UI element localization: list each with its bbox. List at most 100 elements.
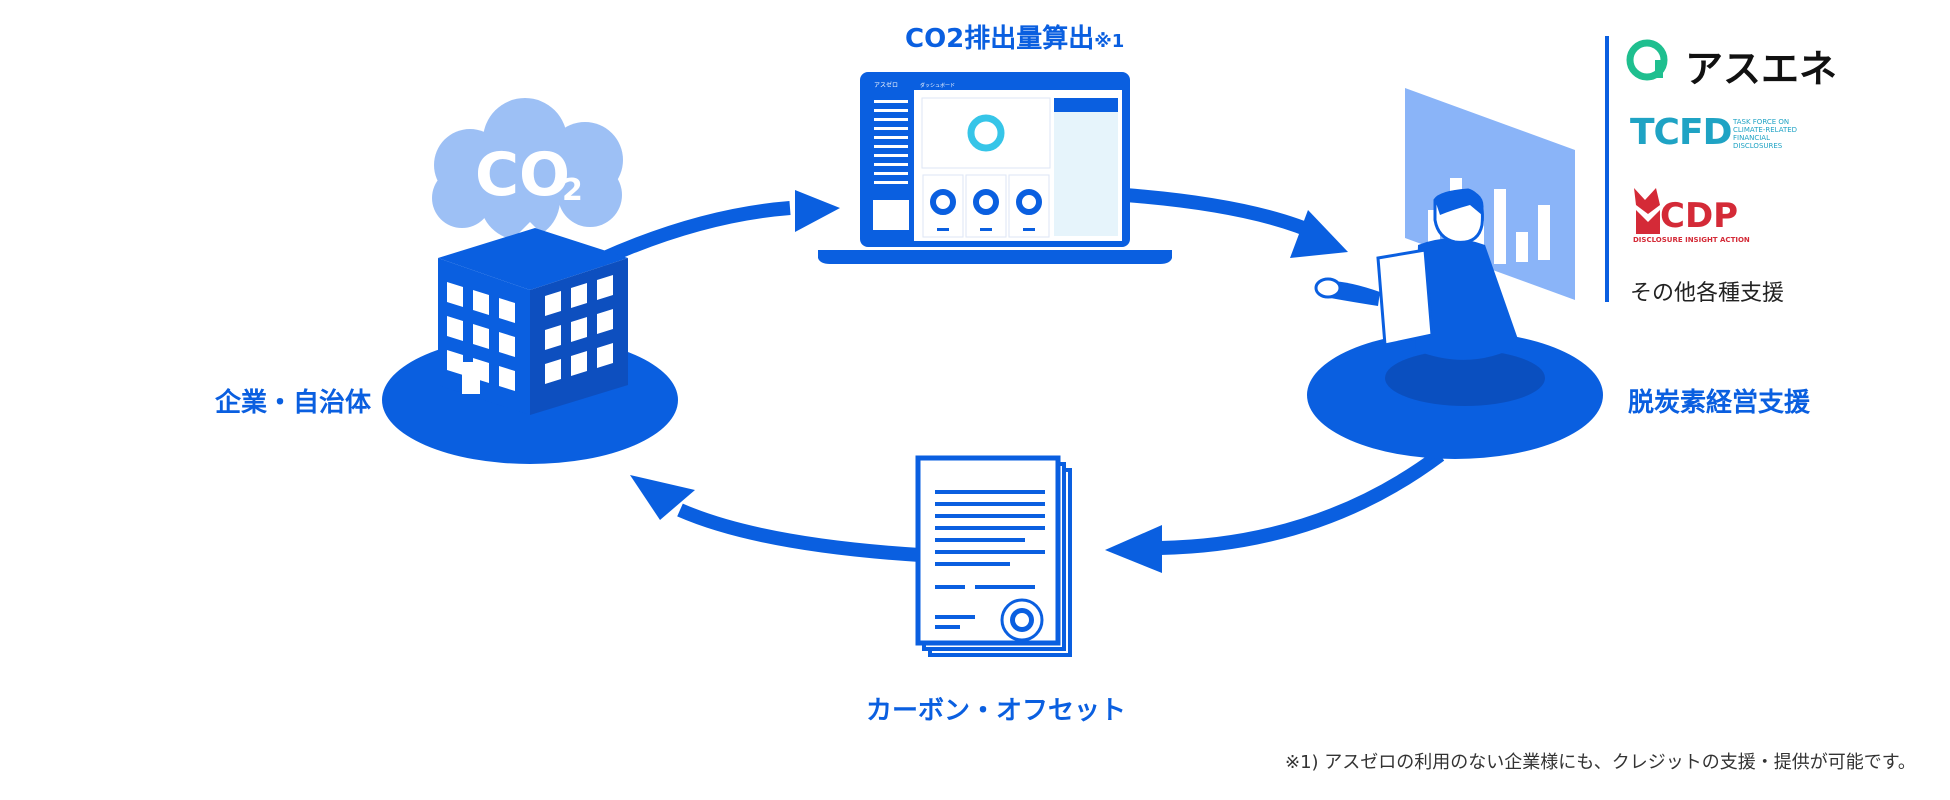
board-bar — [1494, 189, 1506, 264]
donut-caption — [937, 228, 949, 231]
co2-calc-note: ※1 — [1094, 31, 1125, 52]
menu-line — [874, 154, 908, 157]
building-windows — [447, 282, 515, 394]
menu-line — [874, 136, 908, 139]
donut-card — [1008, 174, 1050, 238]
arrow-head-to-calc — [795, 190, 840, 232]
co2-calc-text: CO2排出量算出 — [905, 24, 1095, 54]
donut-chart — [973, 189, 999, 215]
cdp-logo-text: CDP — [1660, 196, 1739, 236]
certificate-line — [935, 550, 1045, 554]
menu-line — [874, 109, 908, 112]
clipboard — [1376, 248, 1434, 347]
menu-line — [874, 145, 908, 148]
tcfd-sub-line: CLIMATE-RELATED — [1733, 126, 1798, 134]
certificate-line — [935, 526, 1045, 530]
co2-cloud-icon: CO 2 — [432, 98, 623, 240]
menu-line — [874, 163, 908, 166]
building-window — [597, 275, 613, 300]
certificate-line — [975, 585, 1035, 589]
building-window — [499, 332, 515, 357]
presenter-body — [1415, 238, 1520, 360]
tcfd-sub-line: DISCLOSURES — [1733, 142, 1783, 150]
laptop-base — [818, 250, 1172, 264]
building-window — [597, 309, 613, 334]
other-support-label: その他各種支援 — [1630, 281, 1785, 306]
board-bar — [1516, 232, 1528, 262]
company-label: 企業・自治体 — [215, 388, 372, 418]
arrow-head-to-decarb — [1290, 210, 1348, 258]
building-window — [499, 298, 515, 323]
arrow-calc-to-decarb — [1124, 188, 1323, 242]
building-window — [473, 324, 489, 349]
co2-calc-label: CO2排出量算出※1 — [905, 18, 1124, 55]
certificate-line — [935, 490, 1045, 494]
donut-card — [922, 174, 964, 238]
offset-label: カーボン・オフセット — [866, 696, 1127, 726]
certificate-line — [935, 615, 975, 619]
building-roof — [438, 228, 628, 290]
menu-line — [874, 100, 908, 103]
laptop-dashboard-illustration: アスゼロ ダッシュボード — [818, 72, 1172, 264]
tcfd-subtext: TASK FORCE ON CLIMATE-RELATED FINANCIAL … — [1733, 118, 1797, 150]
arrow-offset-to-company — [677, 503, 921, 562]
building-window — [545, 359, 561, 384]
cdp-subtext: DISCLOSURE INSIGHT ACTION — [1633, 236, 1750, 244]
arrow-head-to-offset — [1105, 525, 1162, 573]
co2-cloud-subscript: 2 — [562, 173, 583, 208]
certificate-illustration — [915, 455, 1072, 657]
building-window — [545, 325, 561, 350]
arrow-decarb-to-offset — [1159, 449, 1445, 555]
building-window — [545, 291, 561, 316]
certificate-line — [935, 562, 1010, 566]
building-windows-right — [545, 275, 613, 384]
arrow-head-to-company — [630, 475, 695, 520]
certificate-line — [935, 585, 965, 589]
certificate-text-lines — [935, 490, 1045, 629]
donut-caption — [980, 228, 992, 231]
building-door — [462, 362, 480, 394]
board-bar — [1538, 205, 1550, 260]
building-window — [571, 283, 587, 308]
building-window — [447, 316, 463, 341]
menu-line — [874, 118, 908, 121]
certificate-line — [935, 625, 960, 629]
certificate-line — [935, 538, 1025, 542]
menu-line — [874, 181, 908, 184]
cdp-logo-mark — [1634, 188, 1660, 234]
building-window — [571, 351, 587, 376]
certificate-seal-icon — [1000, 598, 1044, 642]
certificate-line — [935, 514, 1045, 518]
decarb-label: 脱炭素経営支援 — [1628, 388, 1811, 418]
arrow-company-to-calc — [597, 201, 791, 267]
donut-chart — [1016, 189, 1042, 215]
asuene-logo-text: アスエネ — [1685, 47, 1838, 91]
presenter-illustration — [1307, 88, 1603, 459]
building-window — [499, 366, 515, 391]
building-window — [597, 343, 613, 368]
partners-divider — [1605, 36, 1609, 302]
co2-cloud-text: CO — [475, 140, 570, 210]
company-building-illustration: CO 2 — [382, 98, 678, 464]
laptop-donut-charts — [922, 174, 1050, 238]
laptop-header: ダッシュボード — [920, 82, 955, 89]
cycle-arrows — [597, 188, 1445, 573]
building-window — [473, 290, 489, 315]
laptop-brand: アスゼロ — [874, 81, 898, 89]
laptop-sidebar-menu — [874, 100, 908, 184]
footnote: ※1) アスゼロの利用のない企業様にも、クレジットの支援・提供が可能です。 — [1285, 752, 1916, 773]
building-window — [447, 282, 463, 307]
tcfd-sub-line: TASK FORCE ON — [1733, 118, 1790, 126]
tcfd-logo-text: TCFD — [1630, 112, 1732, 153]
asuene-logo — [1626, 39, 1668, 81]
building-window — [571, 317, 587, 342]
certificate-line — [935, 502, 1045, 506]
donut-chart — [930, 189, 956, 215]
donut-card — [965, 174, 1007, 238]
donut-caption — [1023, 228, 1035, 231]
building-window — [447, 350, 463, 375]
menu-line — [874, 127, 908, 130]
menu-line — [874, 172, 908, 175]
tcfd-sub-line: FINANCIAL — [1733, 134, 1770, 142]
